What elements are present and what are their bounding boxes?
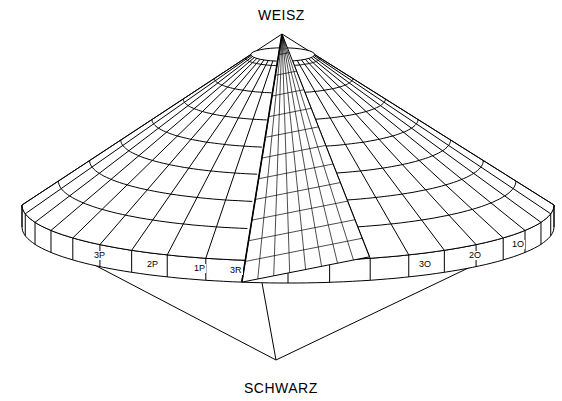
rim-cell-divider (370, 258, 371, 280)
rim-cell-divider (408, 255, 409, 277)
notch-grid (282, 34, 338, 263)
rim-cell-divider (131, 250, 132, 272)
hue-number: 1O (511, 240, 525, 249)
hue-meridian (100, 59, 260, 244)
lower-cone-edge (262, 283, 276, 360)
rim-cell-divider (540, 222, 541, 244)
rim-cell-divider (22, 205, 23, 227)
hue-number: 3O (418, 260, 432, 269)
hue-meridian (315, 55, 554, 205)
hue-meridian (51, 58, 254, 231)
rim-cell-divider (554, 205, 555, 227)
notch-grid (282, 34, 353, 260)
hue-meridian (35, 57, 252, 223)
rim-cell-divider (35, 222, 36, 244)
hue-meridian (313, 57, 541, 223)
pole-label: WEISZ (258, 8, 305, 22)
tone-ring (58, 181, 247, 228)
tone-ring (121, 140, 257, 174)
hue-number: 3R (229, 266, 243, 275)
rim-cell-divider (167, 255, 168, 277)
hue-meridian (73, 58, 257, 237)
hue-number: 3P (93, 251, 106, 260)
notch-edge (242, 34, 282, 282)
tone-ring (90, 161, 253, 202)
hue-meridian (314, 56, 550, 214)
rim-cell-divider (550, 214, 551, 236)
hue-meridian (25, 56, 251, 214)
notch-grid (282, 34, 322, 266)
hue-number: 2P (146, 260, 159, 269)
notch-grid (274, 34, 282, 276)
rim-cell-divider (72, 238, 73, 260)
rim-cell-divider (444, 250, 445, 272)
hue-number: 1P (193, 264, 206, 273)
pole-label: SCHWARZ (244, 381, 318, 395)
hue-meridian (22, 55, 251, 205)
rim-cell-divider (503, 238, 504, 260)
hue-meridian (132, 60, 264, 250)
hue-number: 2O (468, 251, 482, 260)
notch-wall (242, 34, 370, 282)
rim-cell-divider (25, 214, 26, 236)
rim-cell-divider (50, 230, 51, 252)
